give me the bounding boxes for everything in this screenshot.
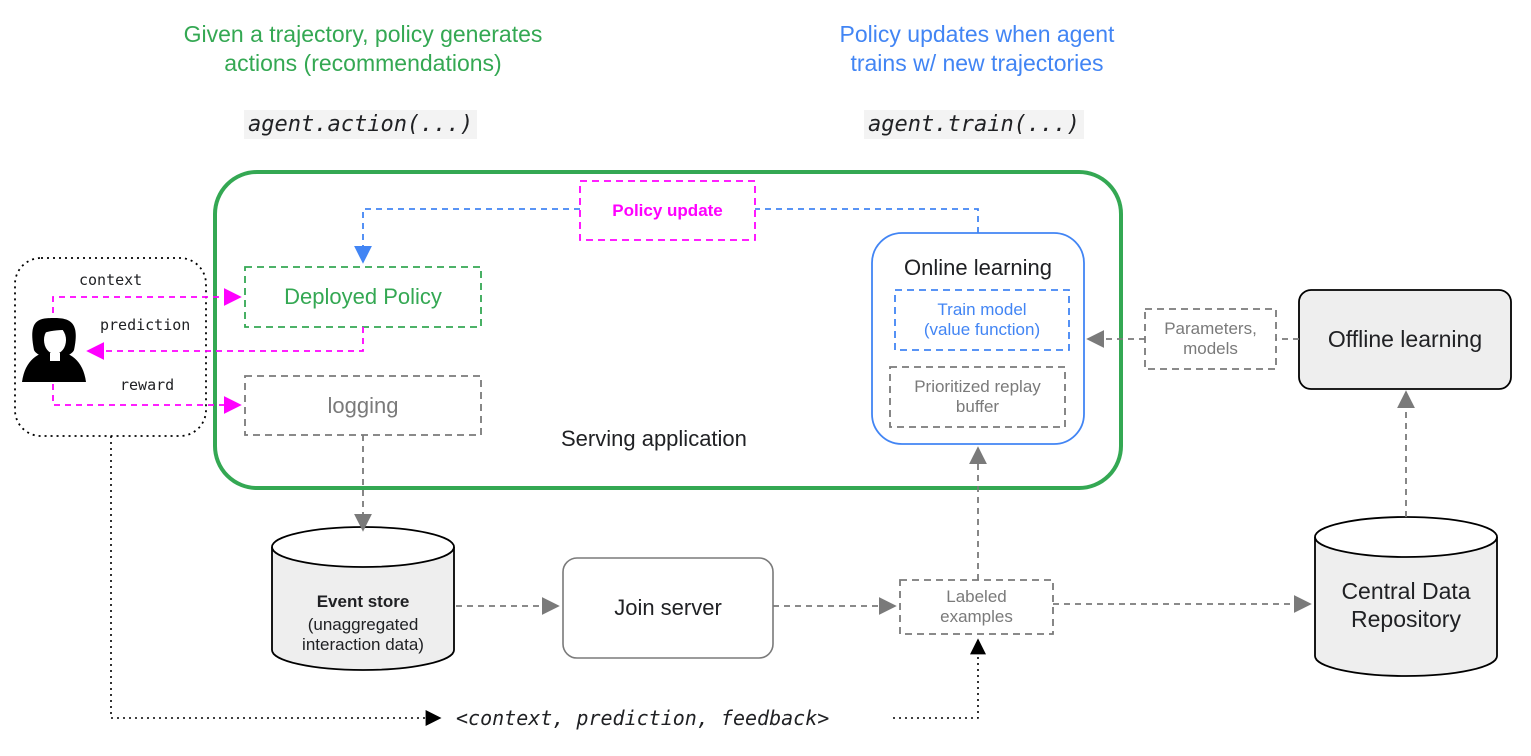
event-store-title: Event store [316,592,410,611]
join-server-box [562,557,774,659]
reward-label: reward [120,376,175,394]
replay-buffer-label: Prioritized replay buffer [914,376,1041,416]
policy-update-label: Policy update [612,200,723,220]
replay-buffer-box [889,366,1066,428]
deployed-policy-label: Deployed Policy [284,284,442,309]
tuple-to-labeled-arrow [893,638,986,719]
prediction-arrow [86,327,364,360]
serving-app-box [213,170,1123,490]
labeled-examples-label: Labeled examples [940,586,1013,626]
left-caption: Given a trajectory, policy generates act… [183,21,543,76]
context-arrow [52,288,242,324]
prediction-label: prediction [100,316,191,334]
user-to-tuple-arrow [110,436,442,726]
central-repo-label: Central Data Repository [1341,578,1471,632]
policy-update-box [579,180,756,241]
left-code: agent.action(...) [244,110,478,139]
event-store-subtitle: (unaggregated interaction data) [302,615,424,655]
right-code: agent.train(...) [864,110,1084,139]
reward-arrow [52,384,242,414]
event-store-cylinder [271,526,455,671]
params-box [1144,308,1277,370]
right-caption: Policy updates when agent trains w/ new … [839,21,1115,76]
central-repo-cylinder [1314,516,1498,677]
offline-learning-label: Offline learning [1327,326,1483,352]
params-label: Parameters, models [1164,318,1257,358]
online-learning-title: Online learning [904,255,1052,280]
serving-app-label: Serving application [561,426,747,451]
train-model-label: Train model (value function) [923,299,1041,339]
labeled-examples-box [899,579,1054,635]
train-model-box [894,289,1070,351]
user-person-icon [22,318,86,382]
logging-label: logging [327,392,399,418]
policy-update-line-left [354,208,580,264]
policy-update-line-right [755,208,979,233]
feedback-tuple-label: <context, prediction, feedback> [456,706,830,730]
context-label: context [79,271,143,289]
join-server-label: Join server [614,595,722,620]
